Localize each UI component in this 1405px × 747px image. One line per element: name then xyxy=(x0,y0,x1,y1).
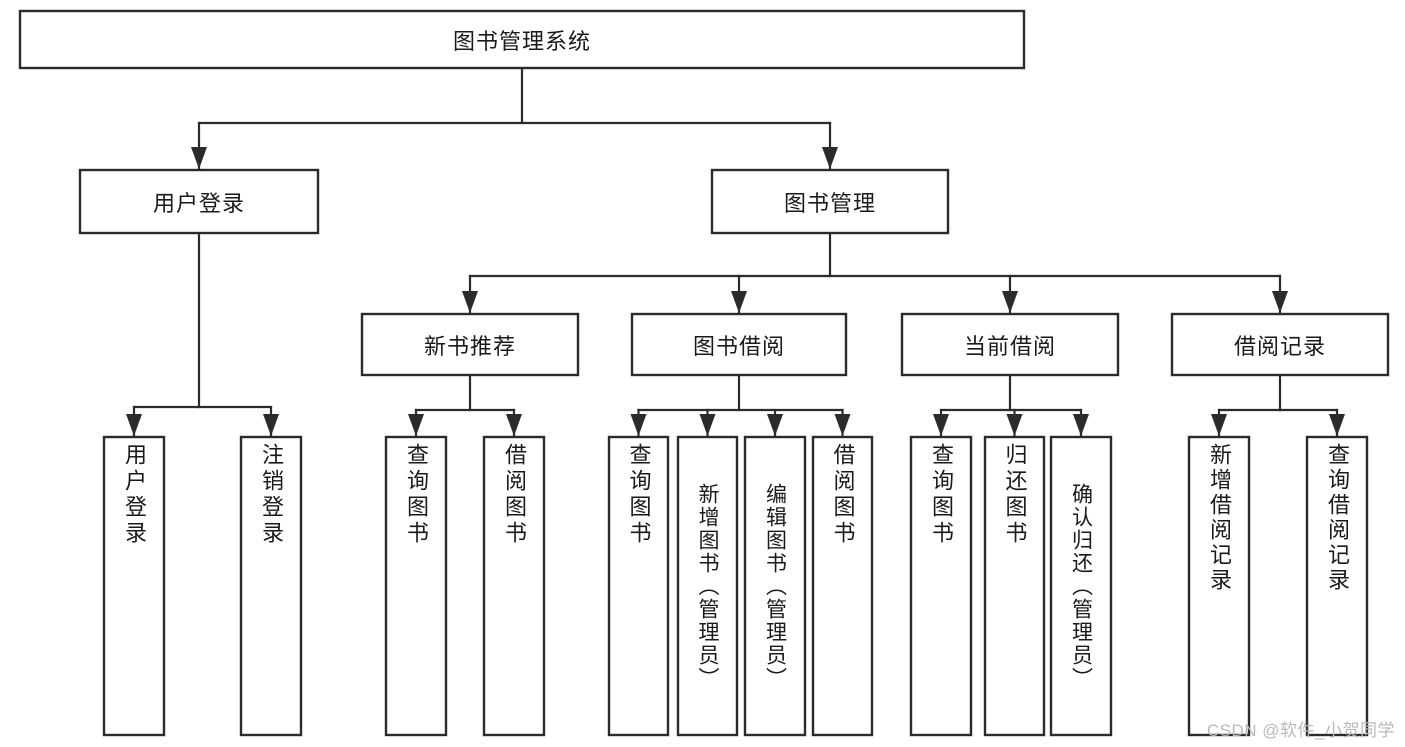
arrow-head-icon-leaf-user-login xyxy=(126,414,142,436)
arrow-head-icon-l-borrow-book-2 xyxy=(834,414,851,436)
arrow-head-icon-user-login xyxy=(191,147,207,169)
node-box-l-add-record xyxy=(1187,435,1251,737)
arrow-head-icon-l-add-record xyxy=(1211,414,1227,436)
arrow-head-icon-l-query-record xyxy=(1329,414,1345,436)
node-box-leaf-user-logout xyxy=(239,435,303,737)
arrow-head-icon-new-book-rec xyxy=(462,291,478,313)
node-box-book-borrow xyxy=(630,312,848,377)
connector-layer xyxy=(126,66,1345,438)
node-box-new-book-rec xyxy=(360,312,580,377)
node-box-l-query-book-2 xyxy=(607,435,670,737)
node-box-l-query-book-1 xyxy=(384,435,448,737)
node-box-l-borrow-book-2 xyxy=(811,435,874,737)
node-box-l-return-book xyxy=(983,435,1046,737)
arrow-head-icon-l-query-book-3 xyxy=(933,414,949,436)
node-box-l-confirm-return xyxy=(1049,435,1113,737)
node-box-l-edit-book xyxy=(743,435,807,737)
arrow-head-icon-l-query-book-2 xyxy=(630,414,647,436)
node-box-user-login xyxy=(78,168,320,235)
node-box-leaf-user-login xyxy=(102,435,166,737)
node-box-borrow-record xyxy=(1170,312,1390,377)
node-box-book-manage xyxy=(710,168,950,235)
arrow-head-icon-l-confirm-return xyxy=(1073,414,1089,436)
node-box-root xyxy=(18,9,1026,70)
arrow-head-icon-leaf-user-logout xyxy=(263,414,279,436)
arrow-head-icon-l-edit-book xyxy=(767,414,783,436)
arrow-head-icon-l-add-book xyxy=(699,414,716,436)
arrow-head-icon-l-borrow-book-1 xyxy=(506,414,522,436)
node-box-l-borrow-book-1 xyxy=(482,435,546,737)
node-box-l-query-record xyxy=(1305,435,1369,737)
arrow-head-icon-l-return-book xyxy=(1006,414,1023,436)
arrow-head-icon-borrow-record xyxy=(1272,291,1288,313)
arrow-head-icon-book-manage xyxy=(822,147,838,169)
arrow-head-icon-current-borrow xyxy=(1002,291,1018,313)
node-box-current-borrow xyxy=(900,312,1120,377)
node-box-l-add-book xyxy=(676,435,739,737)
arrow-head-icon-book-borrow xyxy=(731,291,747,313)
node-box-l-query-book-3 xyxy=(909,435,973,737)
node-box-layer xyxy=(18,9,1390,737)
arrow-head-icon-l-query-book-1 xyxy=(408,414,424,436)
